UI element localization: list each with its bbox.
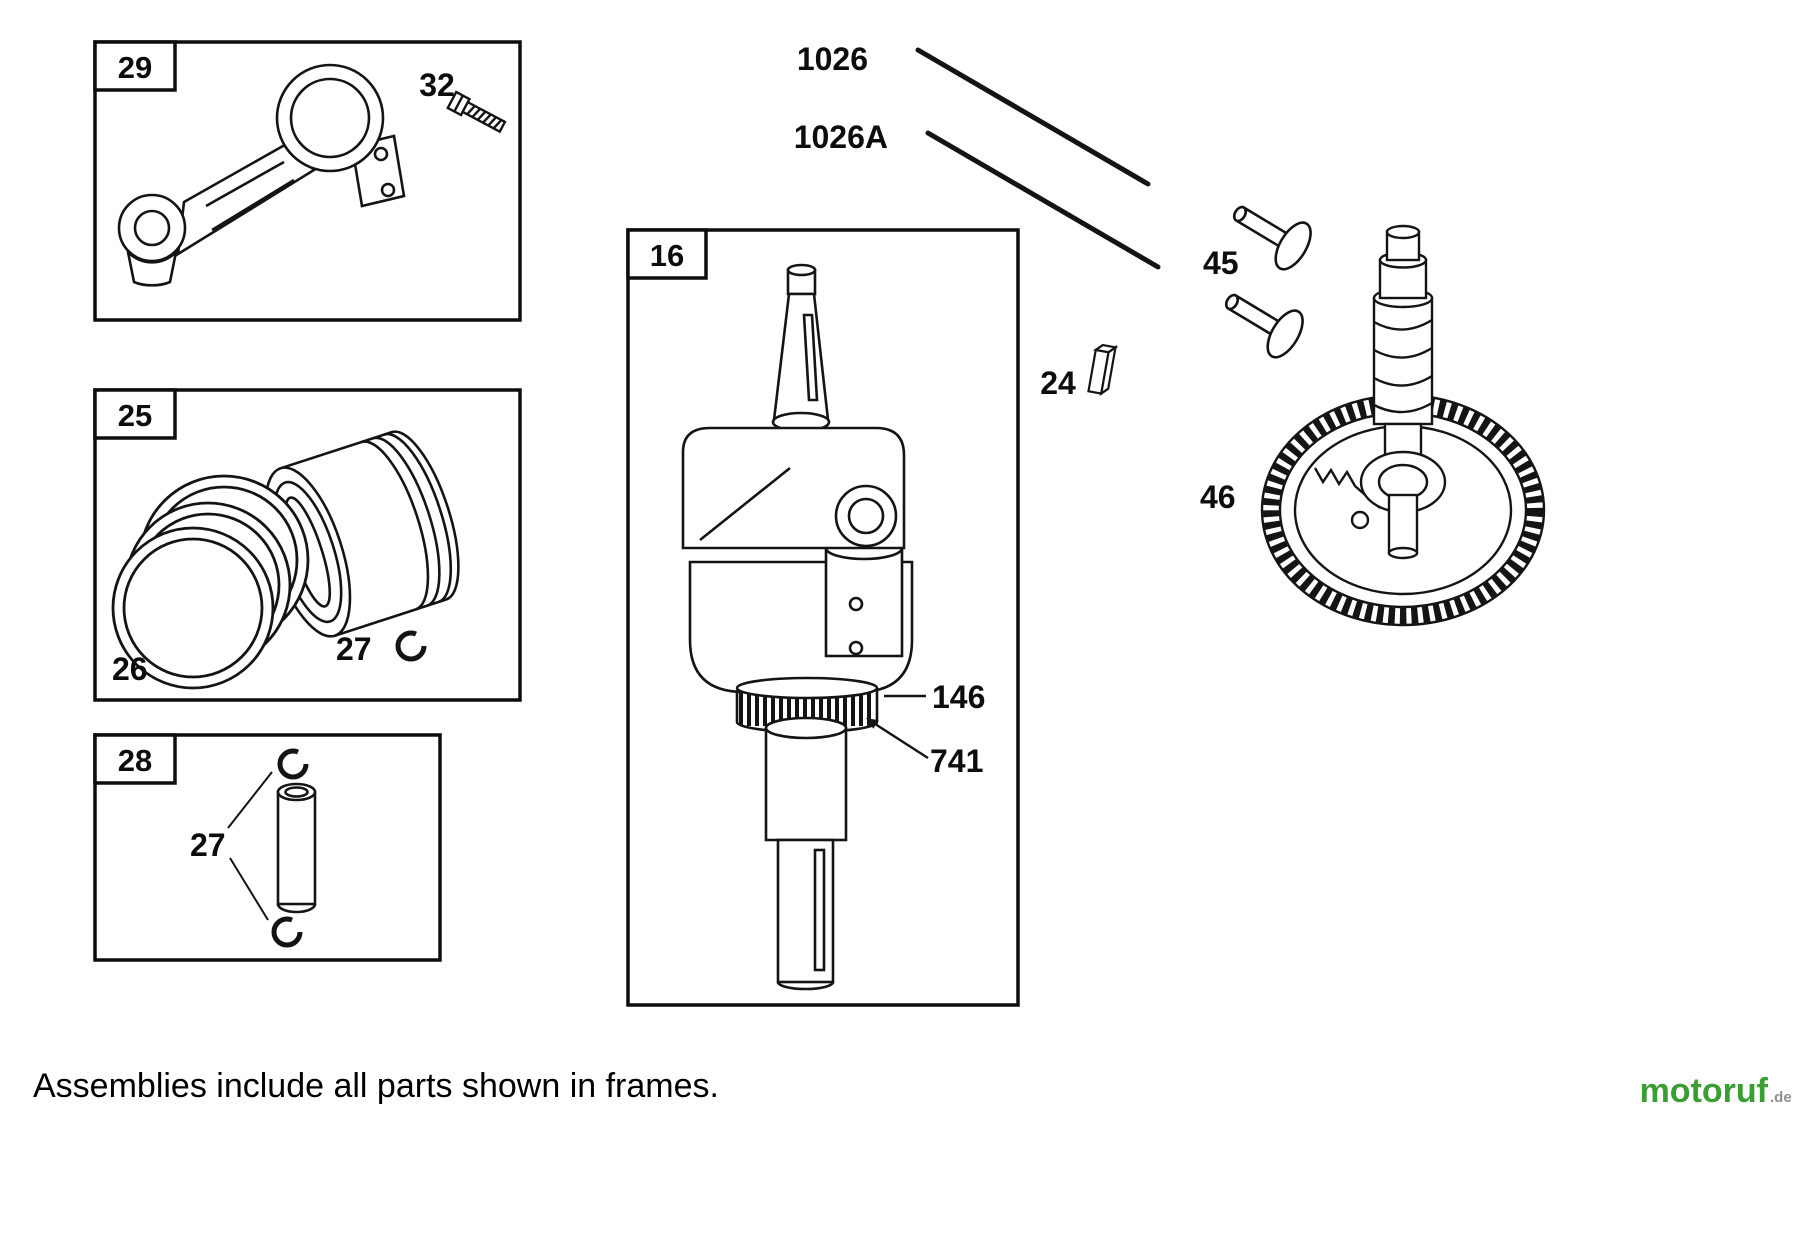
piston-pin-clip-label: 27 [190, 827, 226, 863]
piston-pin-drawing [276, 782, 317, 914]
piston-ring-3-inner [122, 537, 264, 679]
rod-bolt-drawing [446, 90, 507, 134]
rod-big-end-bore [289, 77, 371, 159]
push-rods-drawing [915, 47, 1161, 270]
crank-pin-boss-bore [847, 497, 885, 535]
crank-pin-cylinder [824, 546, 904, 658]
rod-cap-bolt-top [373, 146, 389, 162]
piston-ring-clip-drawing [395, 630, 427, 662]
crank-output-end [776, 981, 835, 991]
frame-25-label: 25 [118, 398, 152, 433]
watermark-tld: .de [1770, 1089, 1792, 1106]
tappet-1-drawing [1232, 205, 1312, 271]
timing-gear-teeth-leader [871, 720, 929, 760]
crank-output-keyway [813, 848, 826, 972]
piston-ring-groove-3 [383, 432, 453, 604]
cam-release-pivot [1350, 510, 1370, 530]
camshaft-gear-label: 46 [1200, 479, 1236, 515]
rod-cap-bolt-bottom [380, 182, 396, 198]
piston-ring-groove-2 [372, 436, 441, 607]
piston-pin-top [276, 782, 317, 802]
crank-top-tip-face [786, 263, 817, 277]
piston-pin-bore [284, 786, 309, 798]
timing-gear-top-face [735, 676, 879, 700]
frame-25-label-box [93, 388, 177, 440]
timing-gear-label: 146 [932, 679, 985, 715]
piston-pin-clip-leaders [227, 771, 273, 921]
push-rod-1026 [915, 47, 1151, 187]
push-rod-alt-label: 1026A [794, 119, 888, 155]
piston-pin-body [276, 790, 317, 906]
crank-pin-hole-1 [848, 596, 864, 612]
frame-28-border [93, 733, 442, 962]
rod-small-end-boss [125, 247, 179, 287]
frame-29-border [93, 40, 522, 322]
crankshaft-key-label: 24 [1040, 365, 1076, 401]
tappet-2-drawing [1224, 293, 1304, 359]
piston-rings-label: 26 [112, 651, 148, 687]
crankshaft-drawing [681, 263, 914, 991]
bolt-shank [461, 100, 507, 134]
valve-tappet-label: 45 [1203, 245, 1239, 281]
frame-16-crankshaft [626, 228, 1020, 1007]
crank-pin-boss [834, 484, 898, 548]
piston-rings-drawing [111, 474, 310, 690]
crank-taper-keyway [802, 313, 819, 402]
frame-25-border [93, 388, 522, 702]
connecting-rod-drawing [117, 63, 406, 287]
cam-lower-journal [1387, 493, 1419, 555]
frame-29-label: 29 [118, 50, 152, 85]
crank-pin-hole-2 [848, 640, 864, 656]
frame-28-piston-pin [93, 733, 442, 962]
footer-note: Assemblies include all parts shown in fr… [33, 1067, 719, 1105]
bolt-head-facet [453, 95, 464, 113]
piston-pin-clip-bottom-drawing [271, 916, 303, 948]
tappet-1-head [1274, 221, 1312, 271]
crankshaft-key-drawing [1087, 343, 1119, 396]
tappet-1-stem-end [1232, 205, 1248, 223]
cam-spiral-lines [1373, 318, 1433, 414]
timing-gear-teeth-label: 741 [930, 743, 983, 779]
timing-gear-teeth-arrowhead [866, 718, 879, 729]
frame-16-label: 16 [650, 238, 684, 273]
frame-29-label-box [93, 40, 177, 92]
crank-lower-collar-face [764, 716, 848, 740]
key-top-face [1092, 343, 1119, 354]
piston-ring-groove-1 [360, 440, 430, 611]
rod-small-end-bore [133, 209, 171, 247]
frame-25-piston [93, 388, 522, 702]
tappet-2-head [1266, 309, 1304, 359]
cam-gear-teeth [1263, 396, 1543, 624]
frame-16-label-box [626, 228, 708, 280]
piston-pin-bottom [276, 903, 317, 914]
rod-beam-rib2 [211, 178, 295, 232]
tappet-2-stem-end [1224, 293, 1240, 311]
frame-28-label: 28 [118, 743, 152, 778]
rod-beam-rib [205, 160, 285, 208]
frame-29-connecting-rod [93, 40, 522, 322]
push-rod-label: 1026 [797, 41, 868, 77]
cam-lower-journal-end [1387, 546, 1419, 560]
piston-ring-3 [111, 526, 275, 690]
rod-beam [176, 140, 316, 257]
cam-release-spring [1313, 467, 1357, 487]
camshaft-drawing [1260, 224, 1546, 627]
cam-lobe-section [1372, 296, 1434, 426]
piston-ring-clip-label: 27 [336, 631, 372, 667]
crank-taper [772, 292, 830, 422]
push-rod-1026a [925, 130, 1161, 270]
piston-pin-clip-top-drawing [277, 748, 309, 780]
crank-upper-web-edge [699, 466, 791, 542]
crank-lower-collar [764, 726, 848, 842]
watermark-brand: motoruf [1640, 1072, 1769, 1110]
frame-16-border [626, 228, 1020, 1007]
bolt-threads [466, 105, 503, 130]
rod-bolt-label: 32 [419, 67, 455, 103]
cam-top-tip-face [1385, 224, 1421, 240]
frame-28-label-box [93, 733, 177, 785]
